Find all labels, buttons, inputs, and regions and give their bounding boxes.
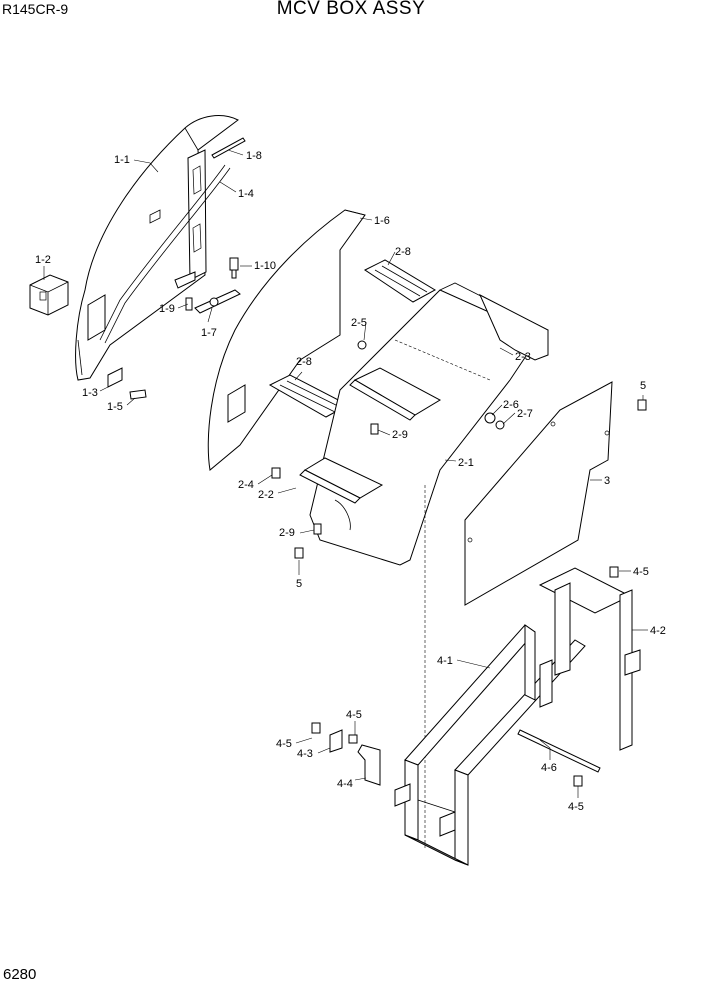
callout-2-8-mid: 2-8: [296, 356, 312, 368]
callout-2-9-lower: 2-9: [279, 527, 295, 539]
callout-5-lower: 5: [296, 578, 302, 590]
callout-1-9: 1-9: [159, 303, 175, 315]
callout-2-1: 2-1: [458, 457, 474, 469]
part-frame-4-1: [394, 624, 586, 866]
callout-4-5-bottom: 4-5: [568, 801, 584, 813]
callout-4-6: 4-6: [541, 762, 557, 774]
callout-4-1: 4-1: [437, 655, 453, 667]
part-bolt-1-10: [229, 257, 239, 279]
callout-2-8-top: 2-8: [395, 246, 411, 258]
part-panel-3: [464, 381, 613, 606]
part-bracket-4-3: [329, 729, 343, 753]
callout-1-10: 1-10: [254, 260, 276, 272]
callout-2-9-upper: 2-9: [392, 429, 408, 441]
part-cover-1-6: [207, 209, 366, 471]
leader-lines: [43, 149, 648, 798]
callout-4-5-mid: 4-5: [346, 709, 362, 721]
callout-1-2: 1-2: [35, 254, 51, 266]
callout-1-1: 1-1: [114, 154, 130, 166]
part-mcv-box-2-1: [299, 282, 549, 850]
callout-1-5: 1-5: [107, 401, 123, 413]
callout-4-3: 4-3: [297, 748, 313, 760]
model-label: R145CR-9: [2, 1, 69, 17]
part-lock-1-2: [29, 274, 69, 316]
callout-1-4: 1-4: [238, 188, 254, 200]
part-bracket-1-3: [107, 367, 123, 388]
callout-4-2: 4-2: [650, 625, 666, 637]
page-number: 6280: [3, 966, 37, 983]
callout-4-5-left: 4-5: [276, 738, 292, 750]
part-bracket-4-4: [357, 744, 381, 786]
callout-labels: 1-1 1-8 1-4 1-2 1-10 1-9 1-7 1-3 1-5 1-6…: [35, 150, 666, 813]
callout-1-3: 1-3: [82, 387, 98, 399]
part-bolt-1-5: [129, 389, 147, 400]
callout-1-8: 1-8: [246, 150, 262, 162]
part-handle-1-7: [174, 271, 241, 314]
callout-2-6: 2-6: [503, 399, 519, 411]
callout-2-3: 2-3: [515, 351, 531, 363]
part-frame-4-2: [538, 567, 641, 751]
part-seal-1-4: [99, 164, 231, 344]
callout-1-7: 1-7: [201, 327, 217, 339]
fasteners: [271, 399, 647, 787]
callout-3: 3: [604, 475, 610, 487]
part-strip-4-6: [517, 729, 601, 773]
callout-1-6: 1-6: [374, 215, 390, 227]
part-pad-2-8-top: [364, 259, 437, 303]
callout-2-5: 2-5: [351, 317, 367, 329]
diagram-title: MCV BOX ASSY: [276, 0, 426, 19]
callout-2-7: 2-7: [517, 408, 533, 420]
callout-5-right: 5: [640, 380, 646, 392]
callout-4-4: 4-4: [337, 778, 353, 790]
callout-4-5-top: 4-5: [633, 566, 649, 578]
part-seal-1-8: [211, 137, 246, 159]
part-cover-1-1: [75, 115, 239, 381]
callout-2-2: 2-2: [258, 489, 274, 501]
callout-2-4: 2-4: [238, 479, 254, 491]
